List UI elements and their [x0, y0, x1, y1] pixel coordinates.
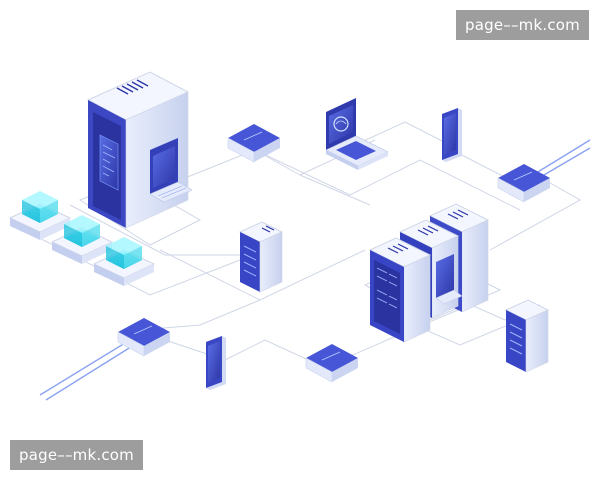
- connection-line: [299, 174, 371, 206]
- cyan-storage-cube-icon: [8, 191, 72, 240]
- laptop-icon: [325, 98, 389, 170]
- connection-line: [254, 149, 521, 211]
- cyan-storage-cube-icon: [92, 237, 156, 286]
- server-cluster-icon: [368, 203, 490, 343]
- connection-line: [489, 179, 582, 251]
- smartphone-icon: [442, 108, 462, 162]
- watermark-bottom: page––mk.com: [10, 440, 143, 470]
- connection-line: [139, 299, 261, 331]
- connection-line: [69, 204, 240, 256]
- smartphone-icon: [206, 336, 226, 390]
- network-switch-icon: [117, 318, 170, 357]
- network-switch-icon: [227, 124, 280, 163]
- watermark-top: page––mk.com: [456, 10, 589, 40]
- cyan-storage-cube-icon: [50, 215, 114, 264]
- connection-line: [354, 121, 451, 146]
- network-switch-icon: [497, 164, 550, 203]
- cyan-leads: [39, 139, 591, 401]
- rack-server-icon: [504, 299, 550, 373]
- network-switch-icon: [305, 344, 358, 383]
- main-server-tower-icon: [86, 71, 193, 229]
- rack-server-icon: [238, 221, 284, 293]
